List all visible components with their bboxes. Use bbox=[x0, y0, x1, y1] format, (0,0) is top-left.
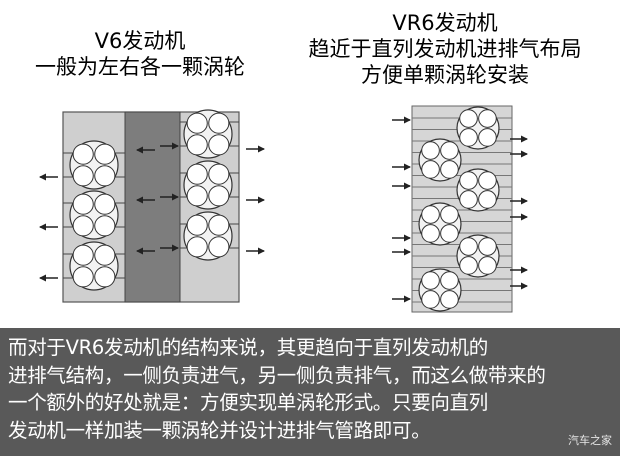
valve bbox=[186, 134, 208, 156]
watermark: 汽车之家 bbox=[568, 434, 612, 447]
vr6-title-line3: 方便单颗涡轮安装 bbox=[361, 63, 529, 87]
valve bbox=[94, 193, 116, 215]
engine-comparison-diagram bbox=[39, 105, 528, 313]
valve bbox=[421, 290, 440, 309]
valve bbox=[208, 236, 230, 258]
valve bbox=[459, 109, 478, 128]
valve bbox=[421, 271, 440, 290]
valve bbox=[208, 163, 230, 185]
valve bbox=[478, 128, 497, 147]
v6-title-line2: 一般为左右各一颗涡轮 bbox=[35, 55, 245, 79]
cylinder bbox=[69, 140, 119, 190]
v6-engine bbox=[39, 109, 265, 303]
valve bbox=[440, 271, 459, 290]
valve bbox=[186, 112, 208, 134]
valve bbox=[421, 141, 440, 160]
cylinder bbox=[456, 234, 500, 278]
valve bbox=[478, 256, 497, 275]
valve bbox=[421, 224, 440, 243]
valve bbox=[72, 215, 94, 237]
cylinder bbox=[418, 202, 462, 246]
valve bbox=[459, 190, 478, 209]
vr6-cylinders bbox=[418, 106, 500, 312]
caption-line2: 进排气结构，一侧负责进气，另一侧负责排气，而这么做带来的 bbox=[8, 363, 546, 387]
valve bbox=[478, 190, 497, 209]
cylinder bbox=[183, 109, 233, 159]
vr6-engine bbox=[392, 105, 528, 313]
cylinder bbox=[183, 160, 233, 210]
valve bbox=[421, 205, 440, 224]
valve bbox=[208, 214, 230, 236]
valve bbox=[72, 143, 94, 165]
valve bbox=[186, 214, 208, 236]
valve bbox=[440, 205, 459, 224]
caption-panel: 而对于VR6发动机的结构来说，其更趋向于直列发动机的 进排气结构，一侧负责进气，… bbox=[0, 328, 620, 456]
valve bbox=[186, 163, 208, 185]
cylinder bbox=[456, 106, 500, 150]
valve bbox=[459, 171, 478, 190]
caption-line3: 一个额外的好处就是：方便实现单涡轮形式。只要向直列 bbox=[8, 391, 489, 414]
valve bbox=[459, 128, 478, 147]
vr6-title-line1: VR6发动机 bbox=[392, 11, 498, 35]
valve bbox=[440, 160, 459, 179]
valve bbox=[186, 185, 208, 207]
valve bbox=[94, 165, 116, 187]
v6-flow-arrows bbox=[39, 142, 265, 282]
valve bbox=[421, 160, 440, 179]
valve bbox=[440, 141, 459, 160]
valve bbox=[94, 143, 116, 165]
caption-text: 而对于VR6发动机的结构来说，其更趋向于直列发动机的 进排气结构，一侧负责进气，… bbox=[8, 334, 608, 444]
valve bbox=[478, 237, 497, 256]
cylinder bbox=[183, 211, 233, 261]
v6-valley bbox=[124, 111, 181, 303]
caption-line4: 发动机一样加装一颗涡轮并设计进排气管路即可。 bbox=[8, 418, 431, 442]
v6-title-line1: V6发动机 bbox=[94, 29, 186, 53]
valve bbox=[72, 266, 94, 288]
valve bbox=[186, 236, 208, 258]
v6-title: V6发动机 一般为左右各一颗涡轮 bbox=[20, 28, 260, 80]
valve bbox=[440, 290, 459, 309]
v6-left-bank bbox=[63, 140, 125, 291]
valve bbox=[208, 112, 230, 134]
valve bbox=[208, 134, 230, 156]
valve bbox=[72, 193, 94, 215]
cylinder bbox=[456, 168, 500, 212]
cylinder bbox=[69, 190, 119, 240]
valve bbox=[459, 256, 478, 275]
valve bbox=[478, 171, 497, 190]
vr6-title: VR6发动机 趋近于直列发动机进排气布局 方便单颗涡轮安装 bbox=[270, 10, 620, 88]
cylinder bbox=[418, 138, 462, 182]
valve bbox=[72, 165, 94, 187]
valve bbox=[94, 244, 116, 266]
vr6-title-line2: 趋近于直列发动机进排气布局 bbox=[308, 37, 582, 61]
valve bbox=[459, 237, 478, 256]
valve bbox=[208, 185, 230, 207]
valve bbox=[94, 215, 116, 237]
valve bbox=[478, 109, 497, 128]
valve bbox=[94, 266, 116, 288]
valve bbox=[440, 224, 459, 243]
v6-right-bank bbox=[180, 109, 239, 261]
caption-line1: 而对于VR6发动机的结构来说，其更趋向于直列发动机的 bbox=[8, 336, 488, 359]
cylinder bbox=[418, 268, 462, 312]
vr6-flow-arrows bbox=[392, 116, 528, 303]
valve bbox=[72, 244, 94, 266]
cylinder bbox=[69, 241, 119, 291]
